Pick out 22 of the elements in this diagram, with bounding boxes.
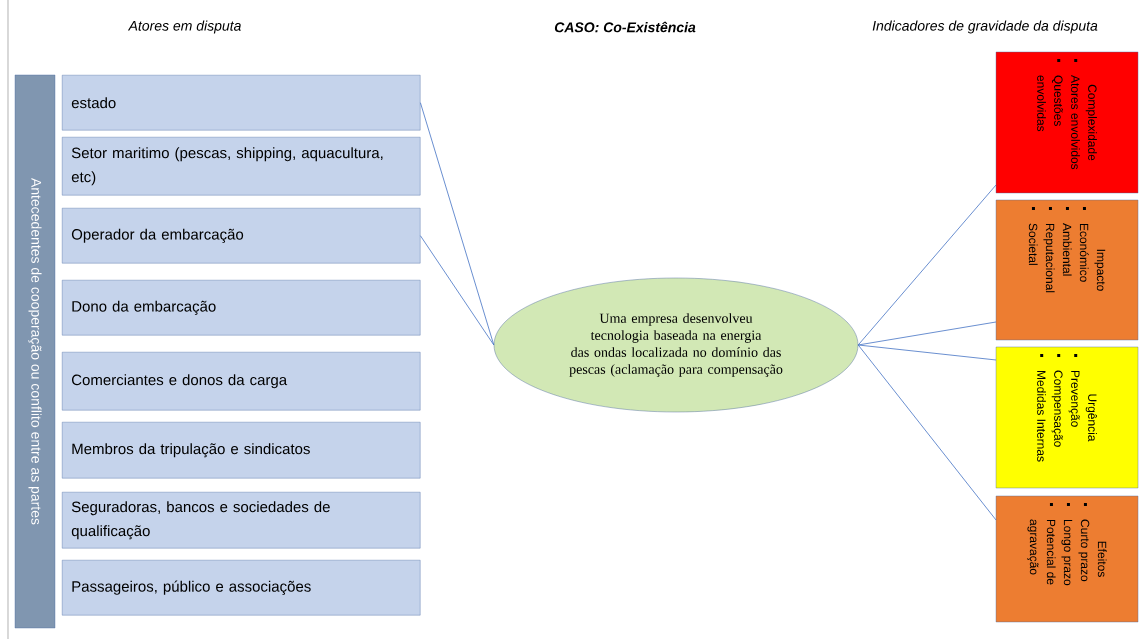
side-band: Antecedentes de cooperação ou conflito entre as partes (14, 74, 56, 629)
indicator-box: Complexidade Atores envolvidos Questões envolvidas (995, 51, 1139, 194)
case-title: CASO: Co-Existência (554, 21, 696, 33)
actor-box: Operador da embarcação (62, 208, 421, 264)
actor-box: Membros da tripulação e sindicatos (62, 422, 421, 479)
connector-line (857, 321, 997, 346)
connector-line (857, 344, 997, 521)
actor-box: Comerciantes e donos da carga (62, 352, 421, 411)
connector-line (420, 102, 495, 346)
indicator-box: Efeitos Curto prazo Longo prazo Potencial de agravação (995, 495, 1139, 623)
actor-box: Passageiros, público e associações (62, 560, 421, 616)
connector-line (420, 235, 495, 346)
actor-box: Seguradoras, bancos e sociedades de qualificação (62, 492, 421, 549)
actor-box: estado (62, 75, 421, 131)
column-heading: Atores em disputa (127, 20, 241, 34)
connector-line (857, 344, 997, 361)
actor-box: Dono da embarcação (62, 280, 421, 336)
connector-line (857, 184, 997, 346)
column-heading: Indicadores de gravidade da disputa (872, 20, 1098, 34)
indicator-box: Urgência Prevenção Compensação Medidas Internas (995, 346, 1139, 489)
actor-box: Setor maritimo (pescas, shipping, aquacultura, etc) (62, 137, 421, 196)
indicator-box: Impacto Económico Ambiental Reputacional Societal (995, 199, 1139, 341)
